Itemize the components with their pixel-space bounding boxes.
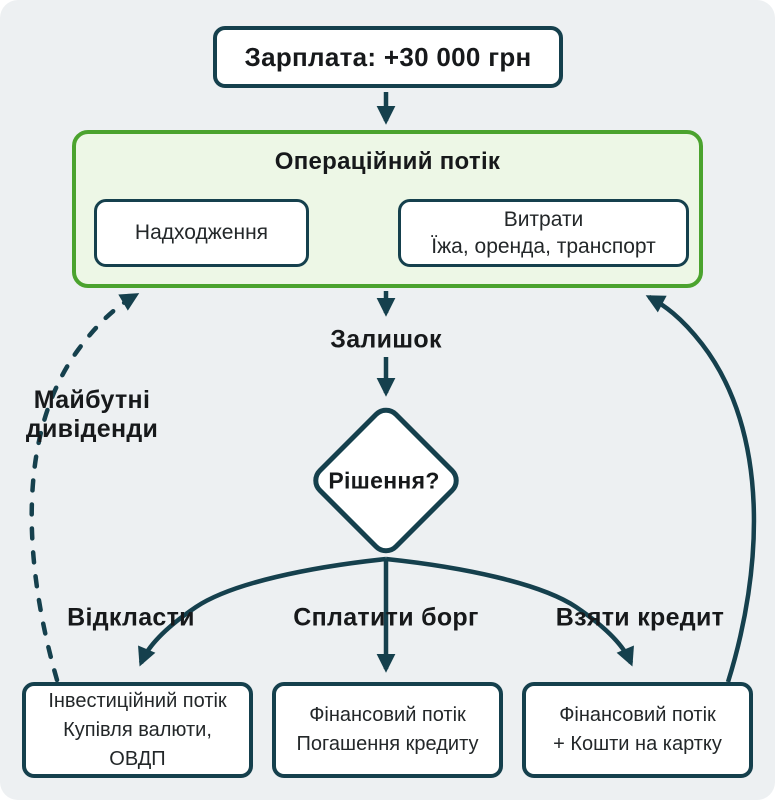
node-financial-repay: Фінансовий потік Погашення кредиту [272, 682, 503, 778]
node-financial-credit: Фінансовий потік + Кошти на картку [522, 682, 753, 778]
investment-line2: Купівля валюти, [63, 718, 212, 741]
node-salary: Зарплата: +30 000 грн [213, 26, 563, 88]
salary-label: Зарплата: +30 000 грн [244, 41, 532, 72]
repay-line2: Погашення кредиту [296, 733, 479, 755]
node-income: Надходження [94, 199, 309, 267]
arrow-branch-take-credit [385, 556, 634, 667]
arrow-dividends-return-dashed [29, 292, 140, 683]
future-dividends-line1: Майбутні [33, 386, 151, 414]
credit-line2: + Кошти на картку [553, 733, 722, 755]
income-label: Надходження [134, 221, 269, 244]
node-expenses: Витрати Їжа, оренда, транспорт [398, 199, 689, 267]
investment-line1: Інвестиційний потік [48, 689, 227, 712]
decision-diamond [313, 407, 459, 554]
operational-flow-title: Операційний потік [274, 148, 501, 175]
remainder-label: Залишок [330, 325, 442, 354]
node-investment-flow: Інвестиційний потік Купівля валюти, ОВДП [22, 682, 253, 778]
expenses-line2: Їжа, оренда, транспорт [431, 235, 656, 258]
future-dividends-line2: дивіденди [25, 415, 159, 443]
repay-line1: Фінансовий потік [309, 704, 466, 726]
node-operational-flow: Операційний потік Надходження Витрати Їж… [72, 130, 703, 288]
expenses-line1: Витрати [503, 208, 584, 231]
arrow-branch-save [138, 556, 387, 667]
branch-label-take-credit: Взяти кредит [555, 603, 725, 632]
arrow-credit-return [645, 295, 757, 683]
decision-label: Рішення? [328, 467, 440, 494]
future-dividends-label: Майбутні дивіденди [26, 386, 158, 444]
investment-line3: ОВДП [109, 747, 166, 770]
branch-label-pay-debt: Сплатити борг [293, 603, 479, 632]
credit-line1: Фінансовий потік [559, 704, 716, 726]
branch-label-save: Відкласти [67, 603, 195, 632]
